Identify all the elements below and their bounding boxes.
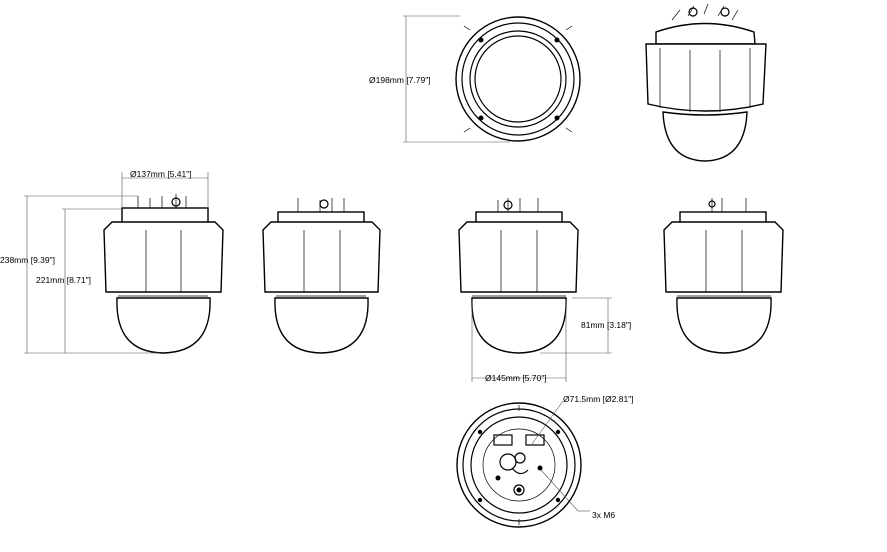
dome-height-dimension: 81mm [3.18"] bbox=[540, 297, 631, 354]
top-view bbox=[455, 16, 581, 142]
bolt-circle-callout: Ø71.5mm [Ø2.81"] bbox=[531, 394, 634, 445]
top-diameter-label: Ø198mm [7.79"] bbox=[369, 75, 431, 85]
front-view-4 bbox=[663, 198, 784, 354]
front-view-1 bbox=[103, 194, 224, 354]
screw-label: 3x M6 bbox=[592, 510, 615, 520]
bolt-circle-label: Ø71.5mm [Ø2.81"] bbox=[563, 394, 634, 404]
total-height-label: 238mm [9.39"] bbox=[0, 255, 55, 265]
front-view-2 bbox=[262, 198, 381, 354]
mount-diameter-label: Ø137mm [5.41"] bbox=[130, 169, 192, 179]
top-diameter-dimension: Ø198mm [7.79"] bbox=[369, 15, 510, 143]
mount-diameter-dimension: Ø137mm [5.41"] bbox=[121, 169, 209, 208]
body-height-label: 221mm [8.71"] bbox=[36, 275, 91, 285]
bottom-view bbox=[456, 402, 582, 528]
isometric-view bbox=[645, 3, 767, 162]
dome-height-label: 81mm [3.18"] bbox=[581, 320, 631, 330]
screw-callout: 3x M6 bbox=[540, 469, 615, 520]
front-view-3 bbox=[458, 198, 579, 354]
height-dimensions: 238mm [9.39"] 221mm [8.71"] bbox=[0, 195, 160, 354]
dome-diameter-label: Ø145mm [5.70"] bbox=[485, 373, 547, 383]
dome-diameter-dimension: Ø145mm [5.70"] bbox=[471, 300, 567, 383]
